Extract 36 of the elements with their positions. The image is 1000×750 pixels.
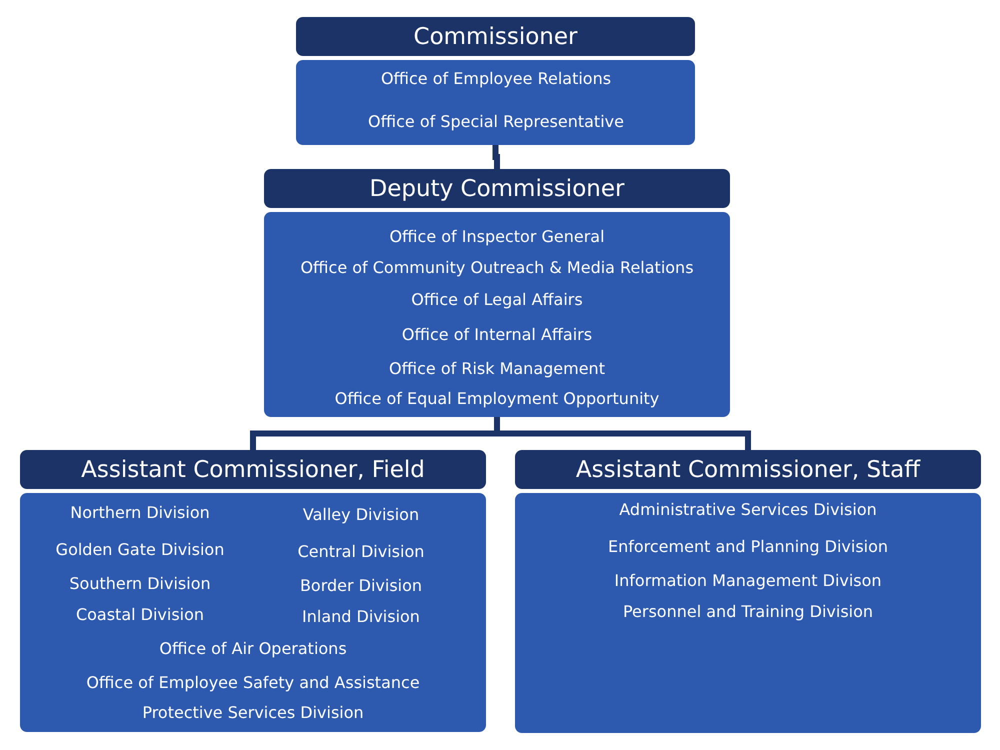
office-name: Office of Employee Relations — [380, 69, 612, 88]
title-bar — [20, 450, 486, 489]
office-name: Northern Division — [70, 503, 210, 522]
unit-title: Assistant Commissioner, Field — [81, 456, 425, 482]
office-name: Border Division — [300, 576, 422, 595]
title-bar — [264, 169, 730, 208]
office-name: Personnel and Training Division — [622, 602, 874, 621]
unit-title: Assistant Commissioner, Staff — [576, 456, 920, 482]
unit-title: Deputy Commissioner — [370, 176, 624, 202]
connector-line — [492, 145, 500, 169]
office-name: Office of Employee Safety and Assistance — [86, 673, 420, 692]
office-name: Coastal Division — [76, 605, 204, 624]
office-name: Office of Air Operations — [159, 639, 347, 658]
unit-box — [296, 60, 695, 145]
unit-box — [20, 493, 486, 732]
office-name: Southern Division — [69, 574, 211, 593]
unit-title: Commissioner — [414, 24, 578, 50]
office-name: Office of Risk Management — [389, 359, 605, 378]
office-name: Valley Division — [302, 505, 420, 524]
office-name: Administrative Services Division — [619, 500, 877, 519]
office-name: Office of Special Representative — [368, 112, 624, 131]
office-name: Office of Inspector General — [389, 227, 605, 246]
unit-box — [515, 493, 981, 733]
office-name: Inland Division — [302, 607, 420, 626]
title-bar — [296, 17, 695, 56]
unit-box — [264, 212, 730, 417]
office-name: Office of Community Outreach & Media Relations — [300, 258, 694, 277]
office-name: Central Division — [298, 542, 424, 561]
office-name: Office of Legal Affairs — [411, 290, 583, 309]
title-bar — [515, 450, 981, 489]
office-name: Office of Internal Affairs — [402, 325, 592, 344]
office-name: Enforcement and Planning Division — [608, 537, 888, 556]
office-name: Office of Equal Employment Opportunity — [334, 389, 660, 408]
office-name: Information Management Divison — [614, 571, 882, 590]
office-name: Golden Gate Division — [56, 540, 224, 559]
office-name: Protective Services Division — [142, 703, 364, 722]
